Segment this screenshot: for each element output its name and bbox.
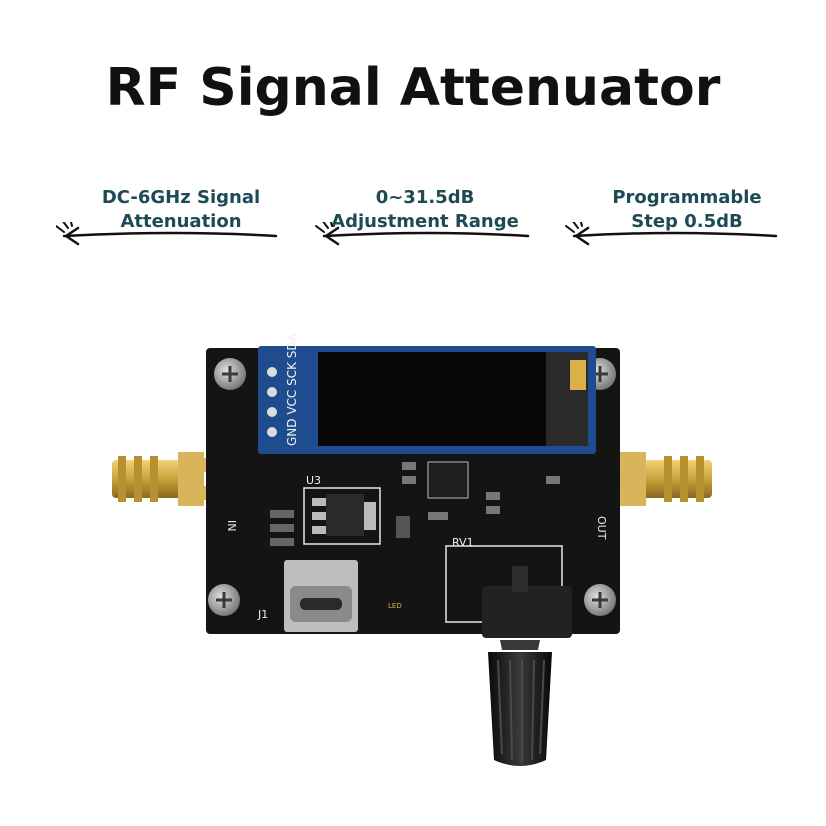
u3-label: U3 [306, 474, 321, 487]
knob-icon [488, 652, 552, 766]
feature-bandwidth-line2: Attenuation [120, 211, 242, 232]
screw-icon [214, 358, 246, 390]
in-port-label: IN [225, 520, 238, 531]
header-pins-label: GND VCC SCK SDA [285, 333, 299, 446]
feature-step: Programmable Step 0.5dB [562, 186, 812, 266]
rotary-encoder [445, 545, 572, 650]
attenuator-chip [427, 461, 469, 499]
feature-bandwidth: DC-6GHz Signal Attenuation [56, 186, 306, 266]
feature-step-line2: Step 0.5dB [631, 211, 743, 232]
led-label: LED [388, 602, 402, 610]
voltage-regulator-chip [303, 487, 381, 545]
j1-label: J1 [257, 608, 268, 621]
feature-bandwidth-line1: DC-6GHz Signal [101, 187, 261, 208]
rv1-label: RV1 [452, 536, 474, 549]
screw-icon [584, 584, 616, 616]
smd-components [270, 462, 560, 546]
sketch-arrow-icon [565, 222, 778, 246]
sketch-arrow-icon [315, 222, 530, 246]
feature-step-line1: Programmable [612, 187, 762, 208]
sketch-arrow-icon [56, 222, 278, 246]
screw-icon [208, 584, 240, 616]
usb-c-port [284, 560, 358, 632]
page-title: RF Signal Attenuator [105, 58, 721, 118]
feature-range: 0~31.5dB Adjustment Range [300, 186, 550, 266]
oled-display [258, 346, 596, 454]
product-photo: GND VCC SCK SDA U3 IN OUT RV1 J1 LED [112, 333, 712, 766]
out-port-label: OUT [595, 516, 608, 540]
feature-range-line1: 0~31.5dB [375, 187, 475, 208]
feature-range-line2: Adjustment Range [331, 211, 519, 232]
